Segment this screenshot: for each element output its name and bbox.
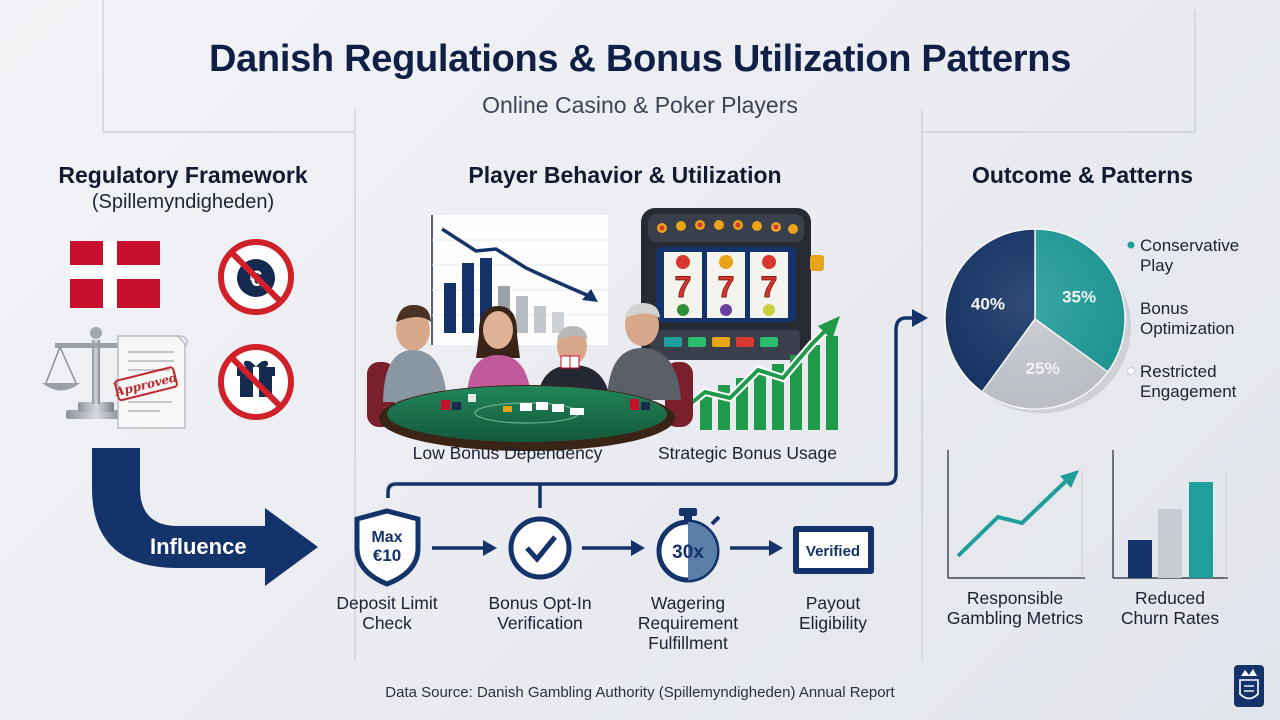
payout-verified-ticket-icon: Verified (793, 526, 874, 574)
caption-strategic-bonus-usage: Strategic Bonus Usage (658, 443, 837, 463)
background-frame-lines (102, 0, 1196, 660)
no-gift-icon (218, 344, 294, 420)
slot-seven-center: 7 (718, 271, 735, 304)
slot-machine-icon: 7 7 7 (641, 208, 824, 360)
step-label-deposit-limit: Deposit Limit Check (336, 593, 438, 634)
regulatory-heading: Regulatory Framework (58, 162, 308, 188)
caption-low-bonus-dependency: Low Bonus Dependency (412, 443, 603, 463)
slot-seven-right: 7 (761, 271, 778, 304)
stopwatch-text: 30x (672, 542, 704, 563)
slot-seven-left: 7 (675, 271, 692, 304)
process-arrow-3 (730, 540, 783, 556)
page-subtitle: Online Casino & Poker Players (482, 92, 798, 118)
pie-shading (945, 229, 1125, 409)
caption-reduced-churn: Reduced Churn Rates (1120, 588, 1220, 629)
legend-item-restricted: Restricted Engagement (1140, 362, 1237, 402)
no-euro-icon: € (218, 239, 294, 315)
regulatory-subheading: (Spillemyndigheden) (91, 191, 275, 213)
approved-document-icon: Approved (113, 335, 188, 429)
caption-responsible-gambling: Responsible Gambling Metrics (946, 588, 1084, 629)
behavior-heading: Player Behavior & Utilization (468, 162, 782, 188)
process-arrow-2 (582, 540, 645, 556)
shield-text-line1: Max (371, 529, 402, 546)
legend-marker-restricted (1127, 367, 1135, 375)
declining-bonus-chart (430, 215, 608, 345)
step-label-payout: Payout Eligibility (798, 593, 868, 634)
reduced-churn-bar-chart (1112, 450, 1228, 579)
bonus-verification-check-icon (508, 516, 572, 580)
step-label-bonus-opt-in: Bonus Opt-In Verification (488, 593, 592, 634)
player-figure-4 (607, 303, 681, 400)
shield-text-line2: €10 (373, 546, 401, 565)
player-figure-1 (383, 304, 447, 402)
rising-bonus-chart (675, 316, 840, 430)
deposit-limit-shield-icon: Max €10 (354, 508, 421, 587)
poker-table-scene (367, 303, 693, 451)
legend-item-bonus-optimization: Bonus Optimization (1140, 299, 1235, 339)
flow-connector-arrowhead (912, 309, 928, 327)
step-label-wagering: Wagering Requirement Fulfillment (637, 593, 739, 654)
crest-logo-icon (1234, 665, 1264, 707)
page-title: Danish Regulations & Bonus Utilization P… (208, 38, 1072, 80)
legend-item-conservative: Conservative Play (1140, 236, 1240, 276)
responsible-gambling-line-chart (947, 450, 1085, 579)
verified-ticket-text: Verified (806, 543, 860, 560)
legend-marker-conservative (1127, 241, 1135, 249)
wagering-stopwatch-icon: 30x (656, 508, 721, 583)
outcome-pie-chart: 35%25%40% (944, 228, 1131, 414)
flow-connector (386, 316, 914, 508)
outcome-heading: Outcome & Patterns (971, 162, 1194, 188)
danish-flag-icon (70, 241, 160, 308)
process-arrow-1 (432, 540, 497, 556)
influence-label: Influence (150, 534, 247, 559)
data-source-footer: Data Source: Danish Gambling Authority (… (385, 684, 895, 701)
influence-arrow (92, 448, 318, 586)
